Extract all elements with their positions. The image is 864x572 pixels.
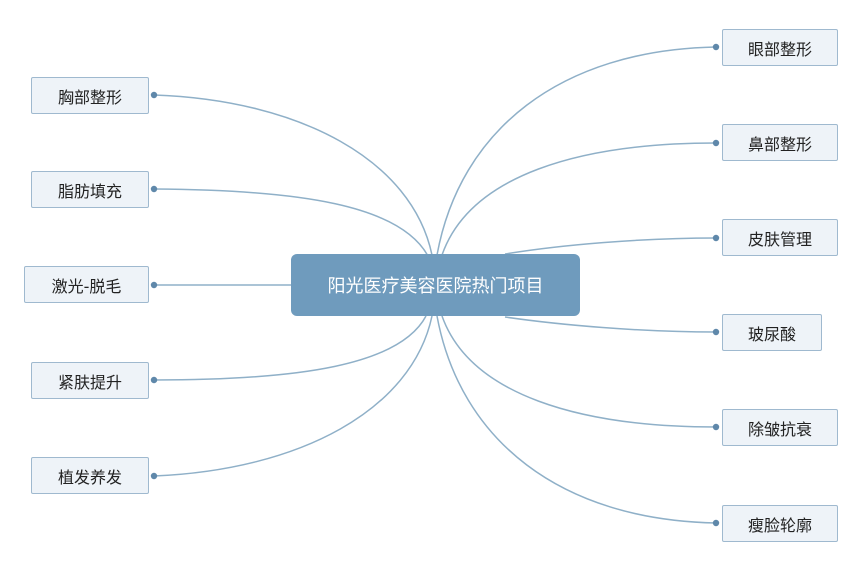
branch-fat-filling[interactable]: 脂肪填充 <box>31 171 149 208</box>
link-hyaluronic <box>504 316 717 333</box>
branch-skin-management[interactable]: 皮肤管理 <box>722 219 838 256</box>
branch-skin-tightening[interactable]: 紧肤提升 <box>31 362 149 399</box>
branch-hair-transplant[interactable]: 植发养发 <box>31 457 149 494</box>
branch-eye-surgery[interactable]: 眼部整形 <box>722 29 838 66</box>
branch-face-contouring[interactable]: 瘦脸轮廓 <box>722 505 838 542</box>
link-fat <box>153 188 429 257</box>
link-face <box>436 315 717 524</box>
link-hair <box>153 315 433 477</box>
connector-dot <box>712 423 720 431</box>
link-chest <box>153 94 433 256</box>
branch-hyaluronic-acid[interactable]: 玻尿酸 <box>722 314 822 351</box>
connector-dot <box>150 281 158 289</box>
connector-dot <box>712 43 720 51</box>
connector-dot <box>150 185 158 193</box>
connector-dot <box>150 91 158 99</box>
connector-dot <box>712 328 720 336</box>
link-nose <box>441 142 717 256</box>
branch-anti-wrinkle[interactable]: 除皱抗衰 <box>722 409 838 446</box>
connector-dot <box>150 376 158 384</box>
connector-dot <box>712 519 720 527</box>
link-skin <box>504 237 717 255</box>
connector-dot <box>712 234 720 242</box>
link-tighten <box>153 315 427 381</box>
link-eye <box>436 46 717 256</box>
link-wrinkle <box>441 315 717 428</box>
connector-dot <box>712 139 720 147</box>
branch-nose-surgery[interactable]: 鼻部整形 <box>722 124 838 161</box>
branch-laser-hair-removal[interactable]: 激光-脱毛 <box>24 266 149 303</box>
connector-dot <box>150 472 158 480</box>
branch-chest-surgery[interactable]: 胸部整形 <box>31 77 149 114</box>
central-topic[interactable]: 阳光医疗美容医院热门项目 <box>291 254 580 316</box>
